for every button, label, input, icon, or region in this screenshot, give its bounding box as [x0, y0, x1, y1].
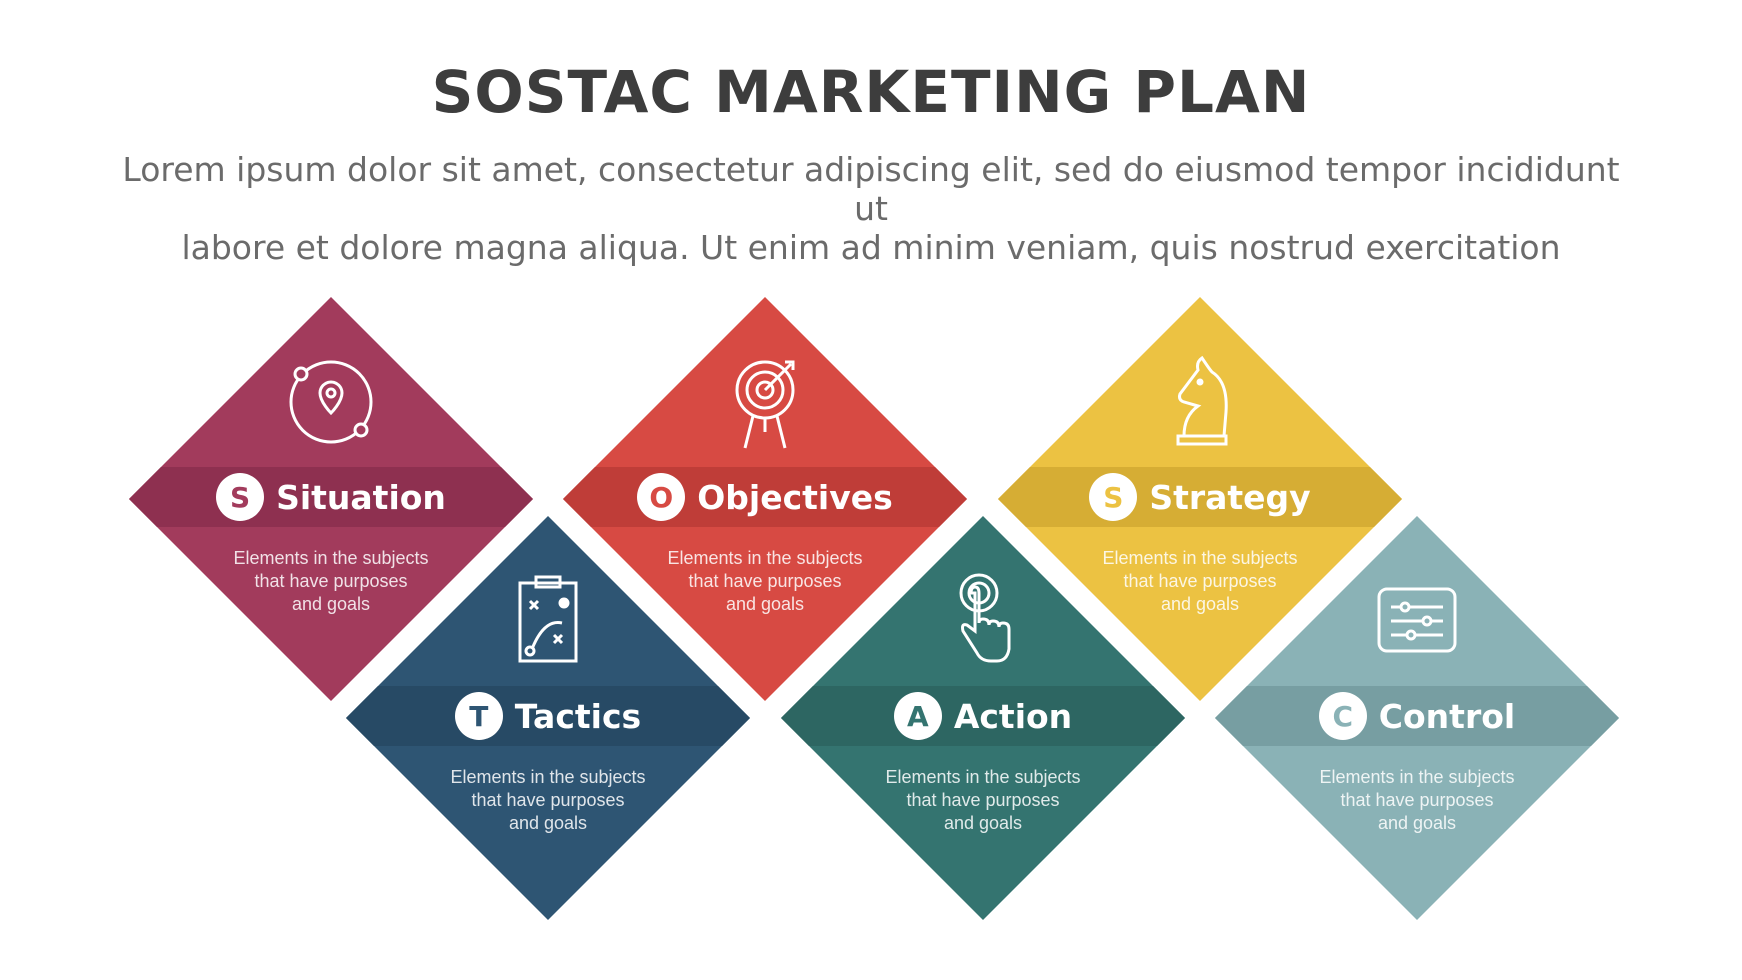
desc-line: that have purposes: [254, 571, 408, 591]
step-letter-badge: S: [1089, 473, 1138, 521]
desc-line: Elements in the subjects: [1102, 548, 1298, 568]
step-description: Elements in the subjects that have purpo…: [448, 766, 648, 835]
desc-line: Elements in the subjects: [450, 767, 646, 787]
step-action: A Action Elements in the subjects that h…: [781, 516, 1185, 920]
step-description: Elements in the subjects that have purpo…: [1100, 547, 1300, 616]
step-label: Strategy: [1149, 477, 1311, 517]
diamond-shape: [346, 516, 750, 920]
desc-line: and goals: [725, 594, 805, 614]
step-strategy: S Strategy Elements in the subjects that…: [998, 297, 1402, 701]
desc-line: Elements in the subjects: [667, 548, 863, 568]
desc-line: and goals: [1160, 594, 1240, 614]
step-label: Situation: [276, 477, 446, 517]
hand-pointer-icon: [959, 573, 1011, 663]
diamond-shape: [781, 516, 1185, 920]
step-header: S Strategy: [998, 467, 1402, 527]
step-letter-badge: C: [1318, 692, 1367, 740]
step-control: C Control Elements in the subjects that …: [1215, 516, 1619, 920]
desc-line: that have purposes: [1340, 790, 1494, 810]
desc-line: that have purposes: [1123, 571, 1277, 591]
step-label: Control: [1378, 696, 1516, 736]
step-header: A Action: [781, 686, 1185, 746]
page-subtitle: Lorem ipsum dolor sit amet, consectetur …: [120, 150, 1622, 267]
desc-line: that have purposes: [906, 790, 1060, 810]
step-label: Objectives: [697, 477, 893, 517]
step-header: C Control: [1215, 686, 1619, 746]
diamond-shape: [1215, 516, 1619, 920]
step-letter-badge: A: [893, 692, 942, 740]
step-description: Elements in the subjects that have purpo…: [883, 766, 1083, 835]
step-situation: S Situation Elements in the subjects tha…: [129, 297, 533, 701]
step-letter-badge: S: [216, 473, 265, 521]
step-objectives: O Objectives Elements in the subjects th…: [563, 297, 967, 701]
desc-line: and goals: [291, 594, 371, 614]
desc-line: that have purposes: [471, 790, 625, 810]
diamond-shape: [563, 297, 967, 701]
step-description: Elements in the subjects that have purpo…: [231, 547, 431, 616]
step-label: Tactics: [514, 696, 642, 736]
desc-line: that have purposes: [688, 571, 842, 591]
diamond-shape: [129, 297, 533, 701]
chess-knight-icon: [1176, 355, 1228, 446]
desc-line: Elements in the subjects: [1319, 767, 1515, 787]
step-tactics: T Tactics Elements in the subjects that …: [346, 516, 750, 920]
desc-line: and goals: [508, 813, 588, 833]
location-orbit-icon: [289, 360, 373, 444]
step-letter-badge: T: [454, 692, 503, 740]
target-icon: [735, 360, 795, 449]
tactics-clipboard-icon: [518, 575, 578, 663]
desc-line: and goals: [1377, 813, 1457, 833]
step-label: Action: [953, 696, 1073, 736]
desc-line: Elements in the subjects: [233, 548, 429, 568]
step-description: Elements in the subjects that have purpo…: [1317, 766, 1517, 835]
desc-line: and goals: [943, 813, 1023, 833]
diamond-shape: [998, 297, 1402, 701]
page-title: SOSTAC MARKETING PLAN: [431, 58, 1311, 126]
step-header: T Tactics: [346, 686, 750, 746]
step-description: Elements in the subjects that have purpo…: [665, 547, 865, 616]
subtitle-line: Lorem ipsum dolor sit amet, consectetur …: [122, 150, 1620, 228]
desc-line: Elements in the subjects: [885, 767, 1081, 787]
step-header: O Objectives: [563, 467, 967, 527]
subtitle-line: labore et dolore magna aliqua. Ut enim a…: [181, 228, 1561, 267]
step-header: S Situation: [129, 467, 533, 527]
step-letter-badge: O: [637, 473, 686, 521]
sliders-icon: [1377, 587, 1457, 653]
